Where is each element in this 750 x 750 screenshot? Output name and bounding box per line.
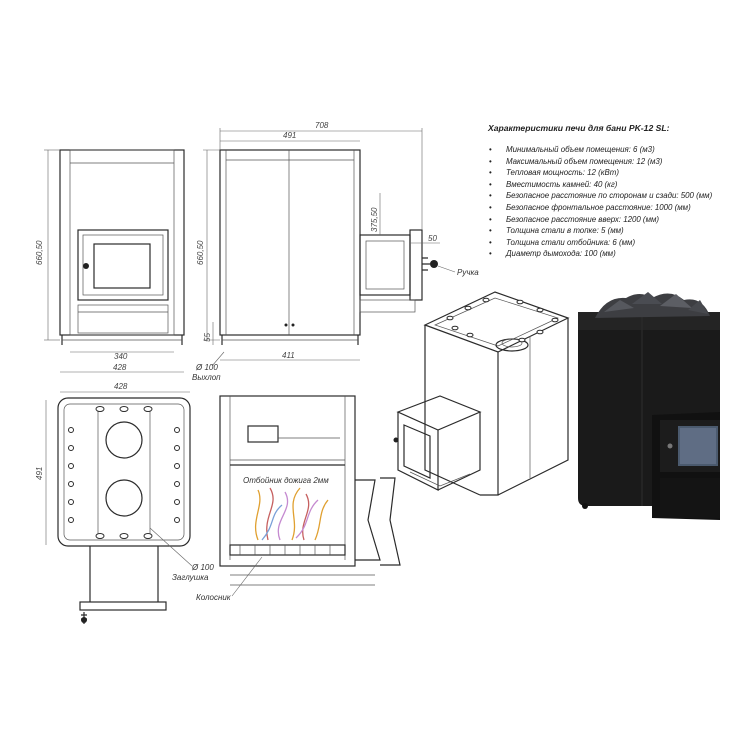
spec-item: Безопасное расстояние вверх: 1200 (мм) — [484, 214, 746, 226]
spec-item: Безопасное фронтальное расстояние: 1000 … — [484, 202, 746, 214]
spec-item: Диаметр дымохода: 100 (мм) — [484, 248, 746, 260]
front-height-dim: 660,50 — [35, 240, 44, 265]
iso-bolt-holes — [446, 297, 559, 343]
spec-item: Максимальный объем помещения: 12 (м3) — [484, 156, 746, 168]
top-view: 428 491 Ø 100 Заглушка — [35, 382, 214, 624]
flame-sketch — [254, 487, 329, 541]
flue-dia-label: Ø 100 — [195, 363, 218, 372]
handle-depth-dim: 50 — [428, 234, 437, 243]
side-total-width-dim: 708 — [315, 121, 329, 130]
isometric-drawing — [393, 291, 570, 496]
baffle-label: Отбойник дожига 2мм — [243, 476, 329, 485]
spec-item: Толщина стали в топке: 5 (мм) — [484, 225, 746, 237]
spec-item: Минимальный объем помещения: 6 (м3) — [484, 144, 746, 156]
spec-item: Вместимость камней: 40 (кг) — [484, 179, 746, 191]
front-view: 660,50 340 428 — [35, 149, 185, 373]
grate-label: Колосник — [196, 593, 232, 602]
spec-item: Безопасное расстояние по сторонам и сзад… — [484, 190, 746, 202]
specifications-title: Характеристики печи для бани PK-12 SL: — [488, 123, 670, 133]
top-bolt-holes — [68, 406, 180, 539]
top-depth-dim: 491 — [35, 467, 44, 480]
spec-item: Тепловая мощность: 12 (кВт) — [484, 167, 746, 179]
front-inner-width-dim: 340 — [114, 352, 128, 361]
top-width-dim: 428 — [114, 382, 128, 391]
plug-label: Заглушка — [172, 573, 209, 582]
side-height-dim: 660,50 — [196, 240, 205, 265]
side-bottom-width-dim: 411 — [282, 351, 295, 360]
flue-label: Выхлоп — [192, 373, 221, 382]
side-view: Ручка 708 491 660,50 375,50 50 55 411 Ø … — [192, 121, 479, 382]
stove-photo — [578, 292, 720, 520]
leg-height-dim: 55 — [203, 333, 212, 342]
door-offset-dim: 375,50 — [370, 207, 379, 232]
plug-dia-label: Ø 100 — [191, 563, 214, 572]
side-body-width-dim: 491 — [283, 131, 296, 140]
front-width-dim: 428 — [113, 363, 127, 372]
specifications-panel: Характеристики печи для бани PK-12 SL: М… — [484, 123, 746, 260]
stones — [595, 292, 710, 318]
spec-item: Толщина стали отбойника: 6 (мм) — [484, 237, 746, 249]
handle-label: Ручка — [457, 268, 479, 277]
section-view: Отбойник дожига 2мм Колосник — [196, 395, 401, 602]
specifications-list: Минимальный объем помещения: 6 (м3) Макс… — [484, 144, 746, 260]
